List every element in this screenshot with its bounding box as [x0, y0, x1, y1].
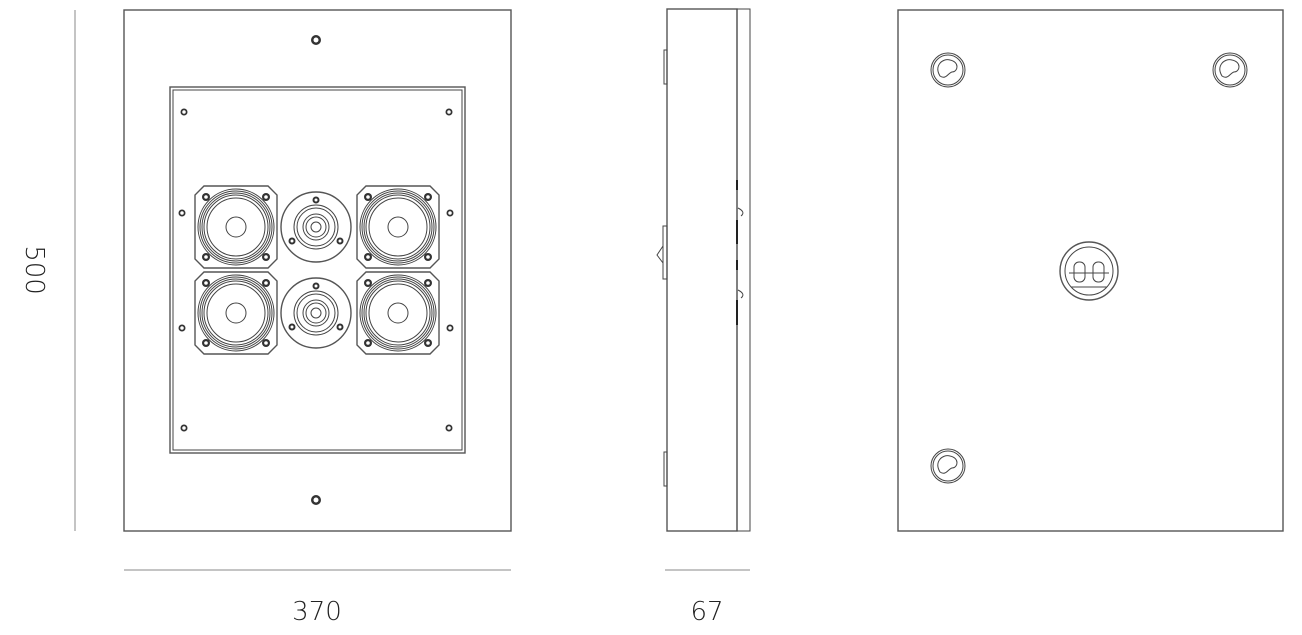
screw-icon [312, 196, 320, 204]
screw-icon [262, 339, 270, 347]
front-enclosure [123, 9, 512, 532]
screw-icon [424, 253, 432, 261]
back-enclosure [897, 9, 1284, 532]
screw-icon [364, 339, 372, 347]
screw-icon [424, 339, 432, 347]
tweeter [280, 191, 352, 263]
keyhole-mount-icon [930, 448, 966, 484]
screw-icon [288, 323, 296, 331]
screw-icon [178, 209, 186, 217]
woofer [356, 185, 440, 269]
screw-icon [424, 193, 432, 201]
screw-icon [262, 253, 270, 261]
screw-icon [262, 279, 270, 287]
screw-icon [445, 424, 453, 432]
keyhole-mount-icon [930, 52, 966, 88]
screw-icon [202, 339, 210, 347]
grille-strip [736, 8, 751, 532]
tweeter [280, 277, 352, 349]
screw-icon [424, 279, 432, 287]
screw-icon [311, 495, 321, 505]
screw-icon [288, 237, 296, 245]
screw-icon [364, 279, 372, 287]
depth-dimension-label: 67 [690, 597, 723, 627]
screw-icon [336, 237, 344, 245]
screw-icon [180, 108, 188, 116]
back-view [897, 9, 1284, 532]
screw-icon [202, 253, 210, 261]
screw-icon [180, 424, 188, 432]
screw-icon [178, 324, 186, 332]
keyhole-mount-icon [1212, 52, 1248, 88]
woofer [356, 271, 440, 355]
screw-icon [445, 108, 453, 116]
terminal-post-icon [1073, 261, 1086, 283]
terminal-cup [1059, 241, 1119, 301]
screw-icon [202, 279, 210, 287]
terminal-post-icon [1092, 261, 1105, 283]
screw-icon [364, 253, 372, 261]
screw-icon [336, 323, 344, 331]
baffle-plate [169, 86, 466, 454]
side-view [656, 8, 751, 532]
height-dimension-label: 500 [19, 245, 49, 295]
screw-icon [446, 324, 454, 332]
screw-icon [311, 35, 321, 45]
screw-icon [312, 282, 320, 290]
width-dimension-label: 370 [292, 597, 342, 627]
screw-icon [262, 193, 270, 201]
screw-icon [364, 193, 372, 201]
screw-icon [446, 209, 454, 217]
woofer [194, 271, 278, 355]
side-enclosure [666, 8, 738, 532]
front-view [123, 9, 512, 532]
mount-bracket-icon [656, 245, 664, 264]
screw-icon [202, 193, 210, 201]
woofer [194, 185, 278, 269]
